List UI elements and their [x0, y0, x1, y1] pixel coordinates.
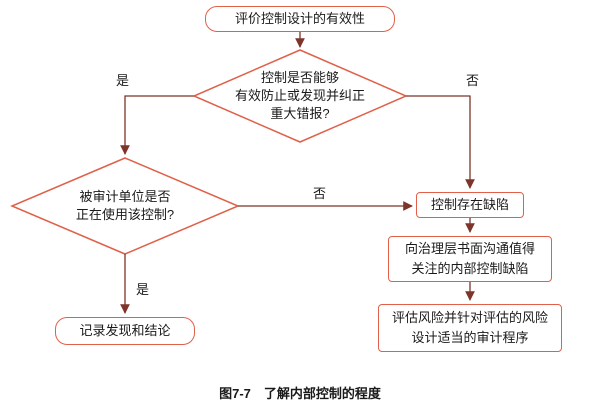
- node-defect-label: 控制存在缺陷: [430, 197, 509, 212]
- node-assess: 评估风险并针对评估的风险 设计适当的审计程序: [378, 304, 562, 352]
- decision1-diamond: [192, 49, 408, 143]
- assess-line2: 设计适当的审计程序: [411, 330, 529, 345]
- decision2-diamond: [10, 157, 240, 255]
- node-defect: 控制存在缺陷: [416, 192, 524, 218]
- communicate-line2: 关注的内部控制缺陷: [411, 261, 529, 276]
- edge-label-decision1-yes: 是: [114, 70, 132, 89]
- communicate-line1: 向治理层书面沟通值得: [404, 241, 535, 256]
- figure-caption: 图7-7 了解内部控制的程度: [219, 386, 381, 401]
- node-start-label: 评价控制设计的有效性: [234, 11, 365, 26]
- node-record-label: 记录发现和结论: [79, 323, 171, 338]
- edge-decision1-no: [406, 95, 475, 189]
- edge-label-decision2-no: 否: [311, 183, 329, 202]
- edge-decision1-yes: [120, 95, 194, 155]
- node-start: 评价控制设计的有效性: [205, 6, 395, 32]
- edge-label-decision1-no: 否: [464, 70, 482, 89]
- node-record: 记录发现和结论: [55, 317, 195, 345]
- node-communicate: 向治理层书面沟通值得 关注的内部控制缺陷: [388, 236, 552, 282]
- edge-label-decision2-yes: 是: [134, 279, 152, 298]
- assess-line1: 评估风险并针对评估的风险: [391, 310, 548, 325]
